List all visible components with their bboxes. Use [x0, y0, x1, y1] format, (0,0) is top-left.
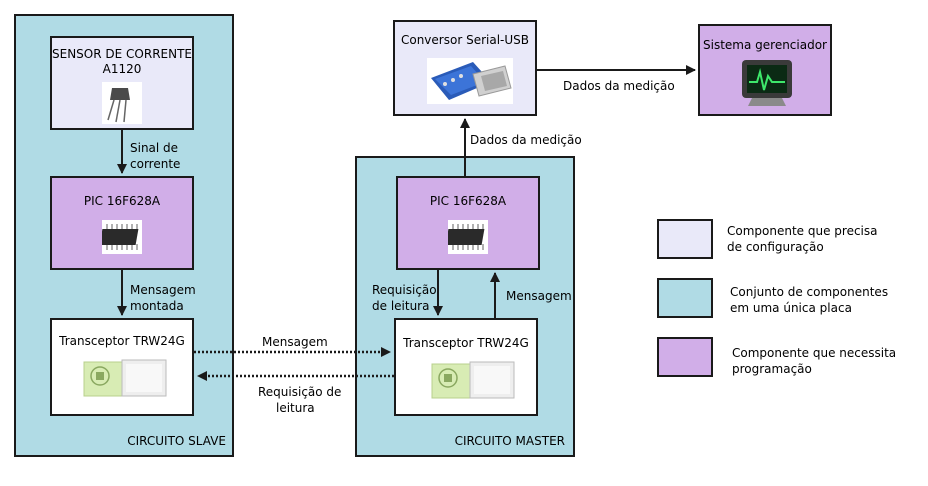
chip-icon	[448, 220, 488, 254]
slave-pic-box: PIC 16F628A	[50, 176, 194, 270]
label-master-requisicao-line1: Requisição	[372, 283, 437, 297]
label-msg-montada-line1: Mensagem	[130, 283, 196, 297]
slave-transceiver-label: Transceptor TRW24G	[59, 334, 185, 348]
system-label: Sistema gerenciador	[703, 38, 827, 52]
slave-pic-label: PIC 16F628A	[83, 194, 161, 208]
label-wireless-mensagem: Mensagem	[262, 335, 328, 349]
transistor-icon	[102, 82, 142, 124]
chip-icon	[102, 220, 142, 254]
slave-circuit-title: CIRCUITO SLAVE	[127, 434, 226, 448]
label-sinal-line2: corrente	[130, 157, 181, 171]
master-transceiver-box: Transceptor TRW24G	[394, 318, 538, 416]
current-sensor-box: SENSOR DE CORRENTE A1120	[50, 36, 194, 130]
legend-label-board: Conjunto de componentes em uma única pla…	[730, 285, 889, 315]
label-msg-montada-line2: montada	[130, 299, 184, 313]
label-sinal-line1: Sinal de	[130, 141, 179, 155]
label-master-requisicao-line2: de leitura	[372, 299, 430, 313]
legend-swatch-programming	[657, 337, 713, 377]
legend-label-programming: Componente que necessita programação	[732, 346, 897, 376]
label-dados-medicao-horizontal: Dados da medição	[563, 79, 675, 93]
legend-swatch-config	[657, 219, 713, 259]
master-transceiver-label: Transceptor TRW24G	[403, 336, 529, 350]
management-system-box: Sistema gerenciador	[698, 24, 832, 116]
slave-transceiver-box: Transceptor TRW24G	[50, 318, 194, 416]
sensor-title-line1: SENSOR DE CORRENTE	[52, 47, 192, 61]
converter-label: Conversor Serial-USB	[400, 33, 529, 47]
monitor-icon	[742, 60, 792, 106]
label-wireless-requisicao-line2: leitura	[276, 401, 315, 415]
master-pic-label: PIC 16F628A	[429, 194, 507, 208]
rf-module-icon	[82, 358, 168, 398]
rf-module-icon	[430, 360, 516, 400]
legend-label-config: Componente que precisa de configuração	[727, 224, 878, 254]
label-master-mensagem: Mensagem	[506, 289, 572, 303]
sensor-title-line2: A1120	[102, 62, 142, 76]
serial-usb-converter-box: Conversor Serial-USB	[393, 20, 537, 116]
master-circuit-title: CIRCUITO MASTER	[454, 434, 565, 448]
label-dados-medicao-vertical: Dados da medição	[470, 133, 582, 147]
master-pic-box: PIC 16F628A	[396, 176, 540, 270]
usb-board-icon	[427, 58, 513, 104]
label-wireless-requisicao-line1: Requisição de	[258, 385, 342, 399]
legend-swatch-board	[657, 278, 713, 318]
